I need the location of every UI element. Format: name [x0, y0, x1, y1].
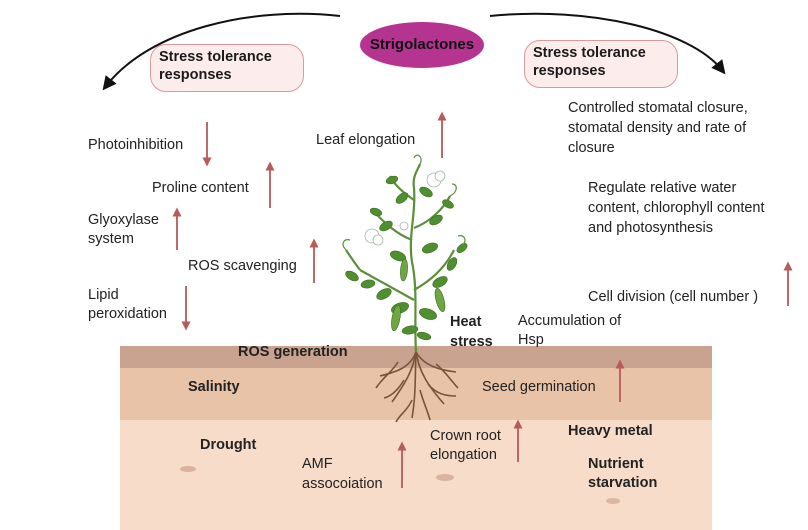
nutrient-starvation-label: Nutrient starvation [588, 456, 658, 491]
soil-pebble [606, 498, 620, 504]
plant-stem [345, 163, 455, 353]
left-stress-tolerance-box: Stress tolerance responses [150, 44, 304, 92]
ros-generation-label: ROS generation [238, 344, 348, 360]
heat-stress-label: Heat stress [450, 314, 493, 350]
plant-leaves [345, 175, 468, 341]
left-curved-arrow [102, 12, 341, 91]
strigolactones-badge [360, 22, 484, 68]
water-content-label: Regulate relative water content, chlorop… [588, 180, 765, 236]
plant-flowers [364, 170, 446, 246]
plant-tendrils [342, 154, 466, 251]
stomatal-label: Controlled stomatal closure, stomatal de… [568, 100, 748, 156]
right-curved-arrow [489, 12, 726, 75]
soil-pebble [436, 474, 454, 481]
photoinhibition-label: Photoinhibition [88, 137, 184, 153]
plant-pods [391, 258, 446, 332]
crown-root-label: Crown root elongation [430, 428, 501, 463]
strigolactones-label: Strigolactones [369, 36, 475, 53]
salinity-label: Salinity [188, 379, 240, 395]
leaf-elongation-label: Leaf elongation [316, 132, 416, 148]
soil-lower-layer [120, 420, 712, 530]
seed-germination-label: Seed germination [482, 379, 596, 395]
proline-label: Proline content [152, 180, 249, 196]
lipid-peroxidation-label: Lipid peroxidation [88, 287, 167, 322]
right-stress-tolerance-box: Stress tolerance responses [524, 40, 678, 88]
heavy-metal-label: Heavy metal [568, 423, 653, 439]
drought-label: Drought [200, 437, 257, 453]
hsp-label: Accumulation of Hsp [518, 313, 622, 348]
plant-roots [375, 349, 459, 423]
soil-pebble [180, 466, 196, 472]
ros-scavenging-label: ROS scavenging [188, 258, 297, 274]
glyoxylase-label: Glyoxylase system [88, 212, 159, 247]
cell-division-label: Cell division (cell number ) [588, 289, 759, 305]
amf-association-label: AMF assocoiation [302, 456, 383, 492]
